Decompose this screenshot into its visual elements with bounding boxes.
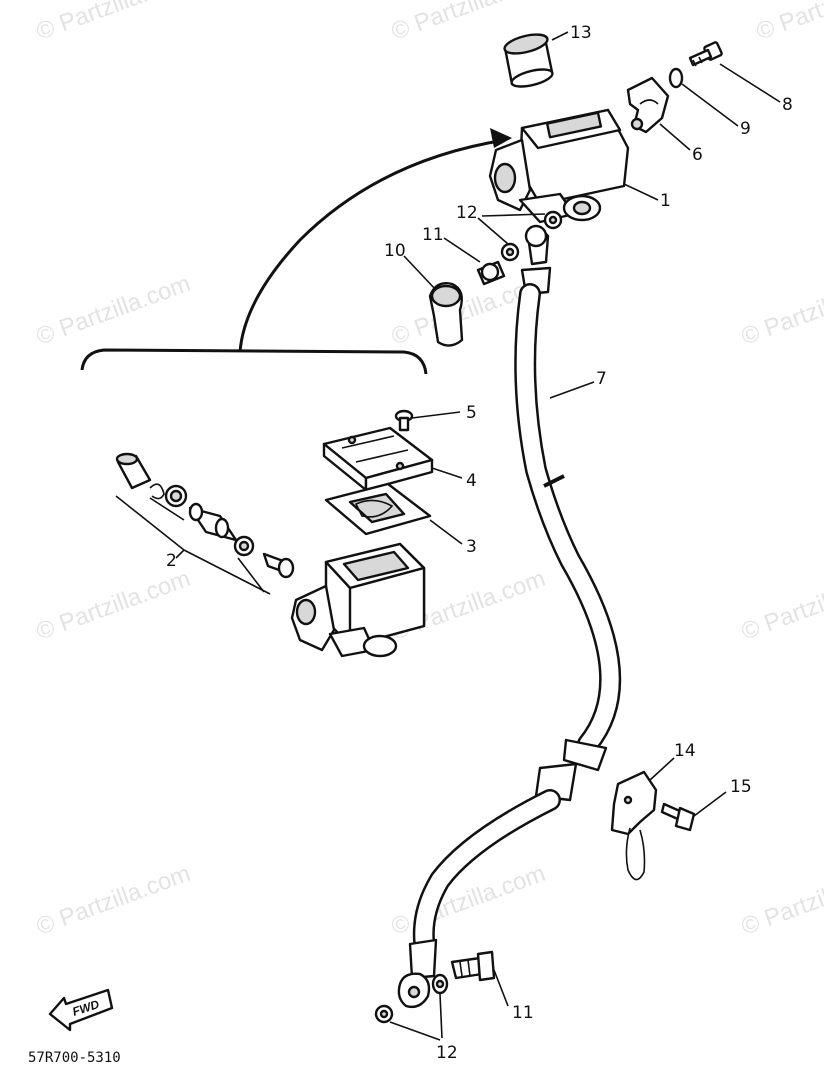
callout-4: 4 [466,471,477,491]
part-13-cap [503,33,554,88]
part-5-screw [394,409,461,432]
diagram-reference-code: 57R700-5310 [28,1050,121,1066]
watermark-text: © Partzilla.com [33,270,194,351]
part-11-bottom-bolt [450,950,509,1007]
master-cylinder-body-exploded [290,542,426,658]
part-11-top-bolt [443,237,506,286]
part-15-screw [660,791,727,832]
part-1-master-cylinder [488,108,630,224]
callout-14: 14 [674,741,696,761]
watermark-text: © Partzilla.com [33,565,194,646]
part-10-boot [403,255,464,347]
part-3-diaphragm [324,482,463,545]
callout-13: 13 [570,23,592,43]
callout-1: 1 [660,191,671,211]
watermark-text: © Partzilla.com [33,860,194,941]
callout-labels: 13 8 9 6 1 12 11 10 7 5 4 3 2 14 15 11 1… [166,23,793,1063]
watermark-text: © Partzilla.com [753,0,824,46]
watermark-text: © Partzilla.com [738,565,824,646]
callout-15: 15 [730,777,752,797]
callout-2: 2 [166,551,177,571]
watermark-text: © Partzilla.com [738,860,824,941]
part-8-bolt [688,41,723,67]
callout-12-top: 12 [456,203,478,223]
part-12-top-washers [477,210,563,262]
callout-5: 5 [466,403,477,423]
callout-11-bottom: 11 [512,1003,534,1023]
part-14-switch-bracket [610,757,675,881]
callout-12-bottom: 12 [436,1043,458,1063]
callout-9: 9 [740,119,751,139]
part-6-clamp [626,76,670,134]
part-9-washer [668,67,684,89]
callout-3: 3 [466,537,477,557]
callout-8: 8 [782,95,793,115]
callout-10: 10 [384,241,406,261]
part-2-piston-kit [115,452,295,595]
exploded-view-bracket [80,128,512,375]
part-4-reservoir-cap [322,426,463,492]
watermark-text: © Partzilla.com [738,270,824,351]
part-7-brake-hose [397,224,622,1009]
callout-7: 7 [596,369,607,389]
part-12-bottom-washers [374,973,449,1041]
watermark-text: © Partzilla.com [388,860,549,941]
callout-11-top: 11 [422,225,444,245]
callout-6: 6 [692,145,703,165]
watermark-text: © Partzilla.com [33,0,194,46]
fwd-direction-arrow: FWD [48,988,114,1032]
